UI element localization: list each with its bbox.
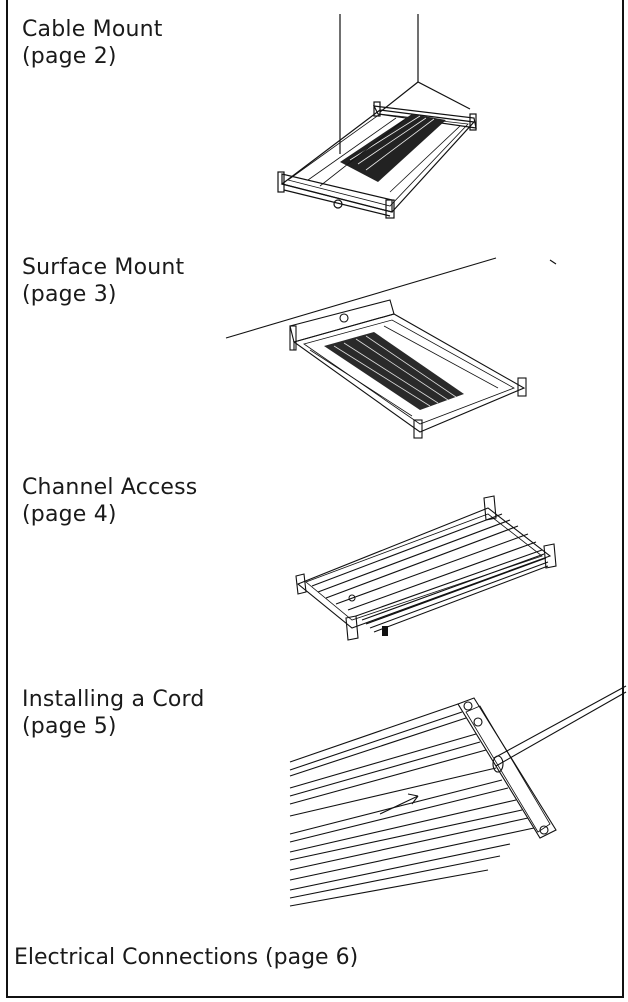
surface-mount-illustration: [224, 256, 564, 446]
section-page-ref: (page 3): [22, 282, 117, 307]
section-label: Cable Mount (page 2): [22, 16, 163, 70]
section-title: Cable Mount: [22, 17, 163, 42]
section-title: Surface Mount: [22, 255, 185, 280]
section-page-ref: (page 2): [22, 44, 117, 69]
section-page-ref: (page 4): [22, 502, 117, 527]
section-label: Channel Access (page 4): [22, 474, 197, 528]
section-title: Installing a Cord: [22, 687, 205, 712]
channel-access-illustration: [292, 468, 562, 643]
section-installing-cord: Installing a Cord (page 5): [8, 670, 627, 930]
cord-installation-illustration: [289, 684, 628, 914]
page-frame: Cable Mount (page 2): [6, 0, 627, 998]
section-channel-access: Channel Access (page 4): [8, 450, 622, 670]
section-title: Channel Access: [22, 475, 198, 500]
section-label: Installing a Cord (page 5): [22, 686, 205, 740]
section-page-ref: (page 5): [22, 714, 117, 739]
section-cable-mount: Cable Mount (page 2): [8, 0, 622, 240]
electrical-connections-label: Electrical Connections (page 6): [14, 945, 359, 970]
section-surface-mount: Surface Mount (page 3): [8, 240, 622, 450]
cable-mount-illustration: [270, 14, 490, 219]
section-label: Surface Mount (page 3): [22, 254, 184, 308]
